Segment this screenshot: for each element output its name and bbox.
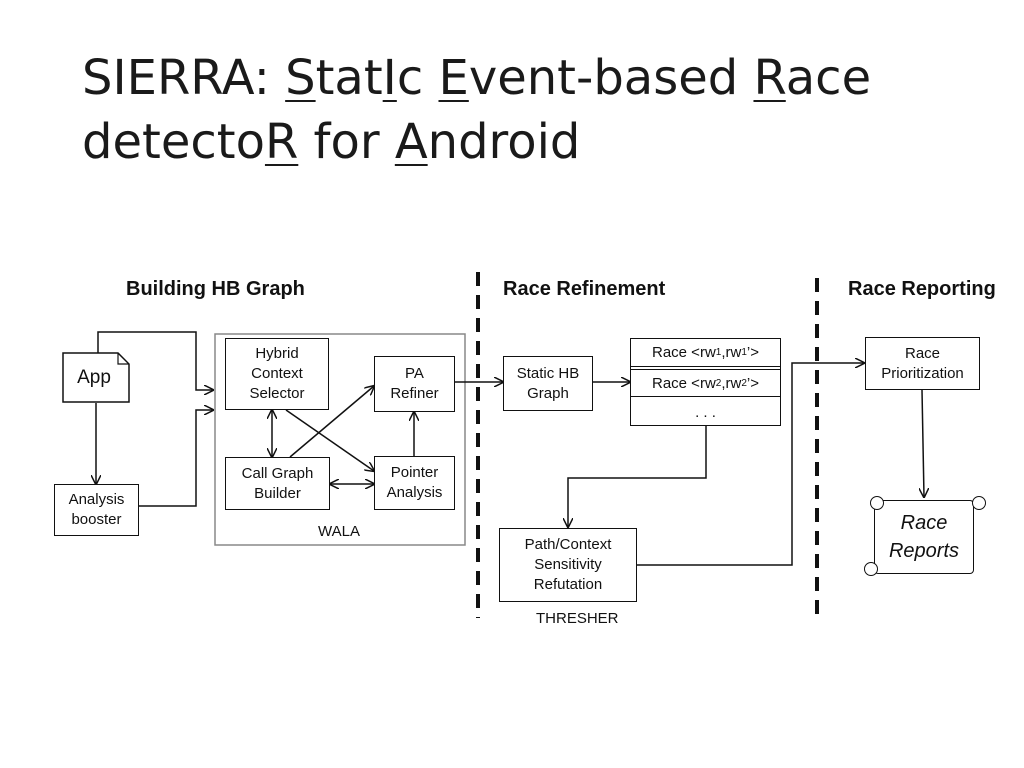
title-part: I <box>382 50 397 106</box>
title-part: R <box>753 50 786 106</box>
thresher-label: THRESHER <box>536 610 619 627</box>
scroll-curl-bottom <box>864 562 878 576</box>
title-part: c <box>396 50 439 106</box>
title-part: SIERRA: <box>82 50 286 106</box>
static-hb-graph-box: Static HB Graph <box>503 356 593 411</box>
pa-refiner-box: PA Refiner <box>374 356 455 412</box>
title-part: vent-based <box>468 50 754 106</box>
page-title: SIERRA: StatIc Event-based Race detectoR… <box>82 46 1002 174</box>
race-reports-scroll: Race Reports <box>874 500 974 574</box>
title-part: ndroid <box>427 114 581 170</box>
section-race-refinement: Race Refinement <box>503 278 666 300</box>
race-item-ellipsis: . . . <box>695 403 716 421</box>
app-document: App <box>62 352 130 403</box>
title-part: ace detecto <box>82 50 872 170</box>
analysis-booster-box: Analysis booster <box>54 484 139 536</box>
race-prioritization-box: Race Prioritization <box>865 337 980 390</box>
pointer-analysis-box: Pointer Analysis <box>374 456 455 510</box>
path-context-refutation-box: Path/Context Sensitivity Refutation <box>499 528 637 602</box>
scroll-curl-top <box>870 496 884 510</box>
app-label: App <box>77 366 111 388</box>
title-part: S <box>285 50 316 106</box>
section-race-reporting: Race Reporting <box>848 278 996 300</box>
title-part: R <box>264 114 299 170</box>
wala-container <box>214 333 466 546</box>
title-part: tat <box>315 50 383 106</box>
call-graph-builder-box: Call Graph Builder <box>225 457 330 510</box>
race-list-box <box>630 338 781 426</box>
section-building-hb-graph: Building HB Graph <box>126 278 305 300</box>
title-part: E <box>438 50 469 106</box>
hybrid-context-selector-box: Hybrid Context Selector <box>225 338 329 410</box>
title-part: for <box>298 114 395 170</box>
title-part: A <box>394 114 428 170</box>
wala-label: WALA <box>318 523 360 540</box>
scroll-curl-top-right <box>972 496 986 510</box>
